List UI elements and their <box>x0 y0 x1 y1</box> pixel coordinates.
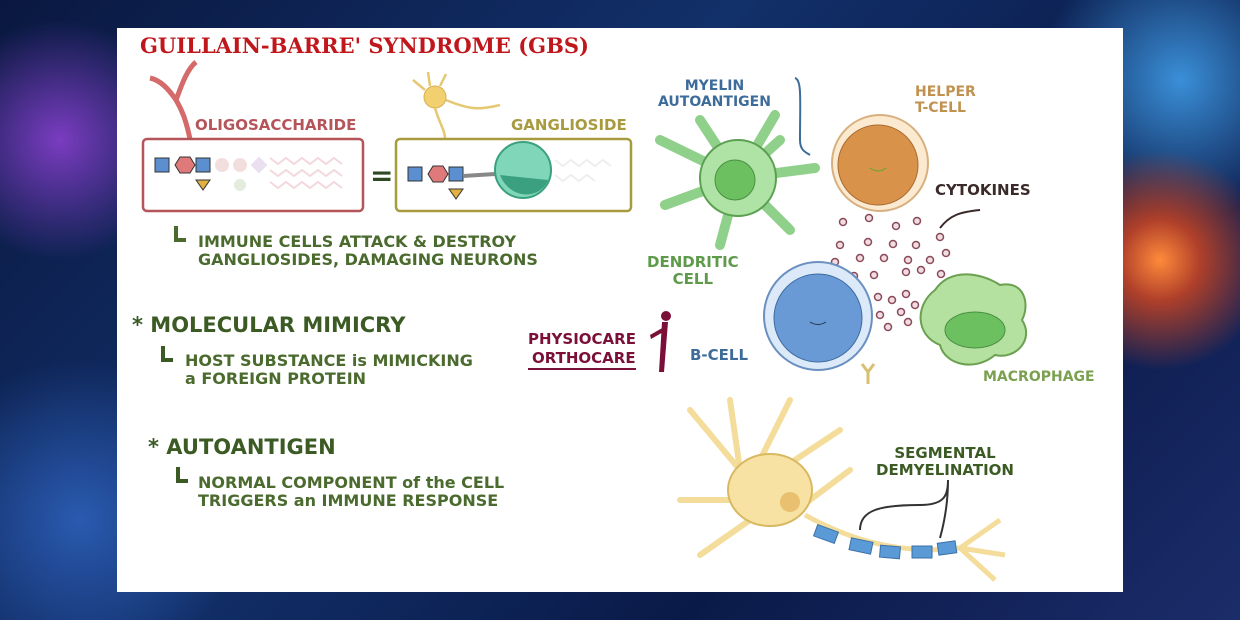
cytokine-dot <box>903 255 913 265</box>
cytokine-dot <box>916 265 926 275</box>
cytokine-dot <box>888 239 898 249</box>
molecular-mimicry-heading: * MOLECULAR MIMICRY <box>132 313 406 337</box>
oligosaccharide-label: OLIGOSACCHARIDE <box>195 116 357 134</box>
cytokine-dot <box>911 240 921 250</box>
cytokine-dot <box>838 217 848 227</box>
helper-t-cell <box>831 114 929 212</box>
cytokine-dot <box>901 289 911 299</box>
antibody-icon <box>860 363 876 384</box>
cytokine-dot <box>912 216 922 226</box>
bracket-icon <box>174 226 186 242</box>
cytokine-dot <box>901 267 911 277</box>
bracket-icon <box>176 467 188 483</box>
b-cell-label: B-CELL <box>690 346 749 364</box>
cytokine-dot <box>864 213 874 223</box>
neuron <box>677 397 1006 582</box>
logo-figure-icon <box>650 311 671 372</box>
cytokine-dot <box>875 310 885 320</box>
cytokine-dot <box>935 232 945 242</box>
cytokine-dot <box>887 295 897 305</box>
ganglioside-label: GANGLIOSIDE <box>511 116 627 134</box>
autoantigen-heading: * AUTOANTIGEN <box>148 435 336 459</box>
cytokines-label: CYTOKINES <box>935 181 1031 199</box>
macrophage <box>919 273 1028 366</box>
cytokine-dot <box>879 253 889 263</box>
cytokine-dot <box>925 255 935 265</box>
dendritic-cell <box>655 110 820 250</box>
cytokine-dot <box>869 270 879 280</box>
cytokine-dot <box>896 307 906 317</box>
cytokine-dot <box>936 269 946 279</box>
cytokine-dot <box>863 237 873 247</box>
cytokine-dot <box>891 221 901 231</box>
cytokine-dot <box>855 253 865 263</box>
cytokine-dot <box>883 322 893 332</box>
macrophage-label: MACROPHAGE <box>983 369 1095 385</box>
cytokine-dot <box>873 292 883 302</box>
bracket-icon <box>161 346 173 362</box>
b-cell <box>763 261 873 371</box>
oligosaccharide-diagram <box>141 60 365 213</box>
ganglioside-diagram <box>394 71 633 213</box>
page-title: GUILLAIN-BARRE' SYNDROME (GBS) <box>140 33 589 58</box>
cytokine-dot <box>910 300 920 310</box>
equals-sign: = <box>370 159 394 192</box>
cytokine-dot <box>941 248 951 258</box>
cytokine-dot <box>835 240 845 250</box>
cytokine-dot <box>903 317 913 327</box>
